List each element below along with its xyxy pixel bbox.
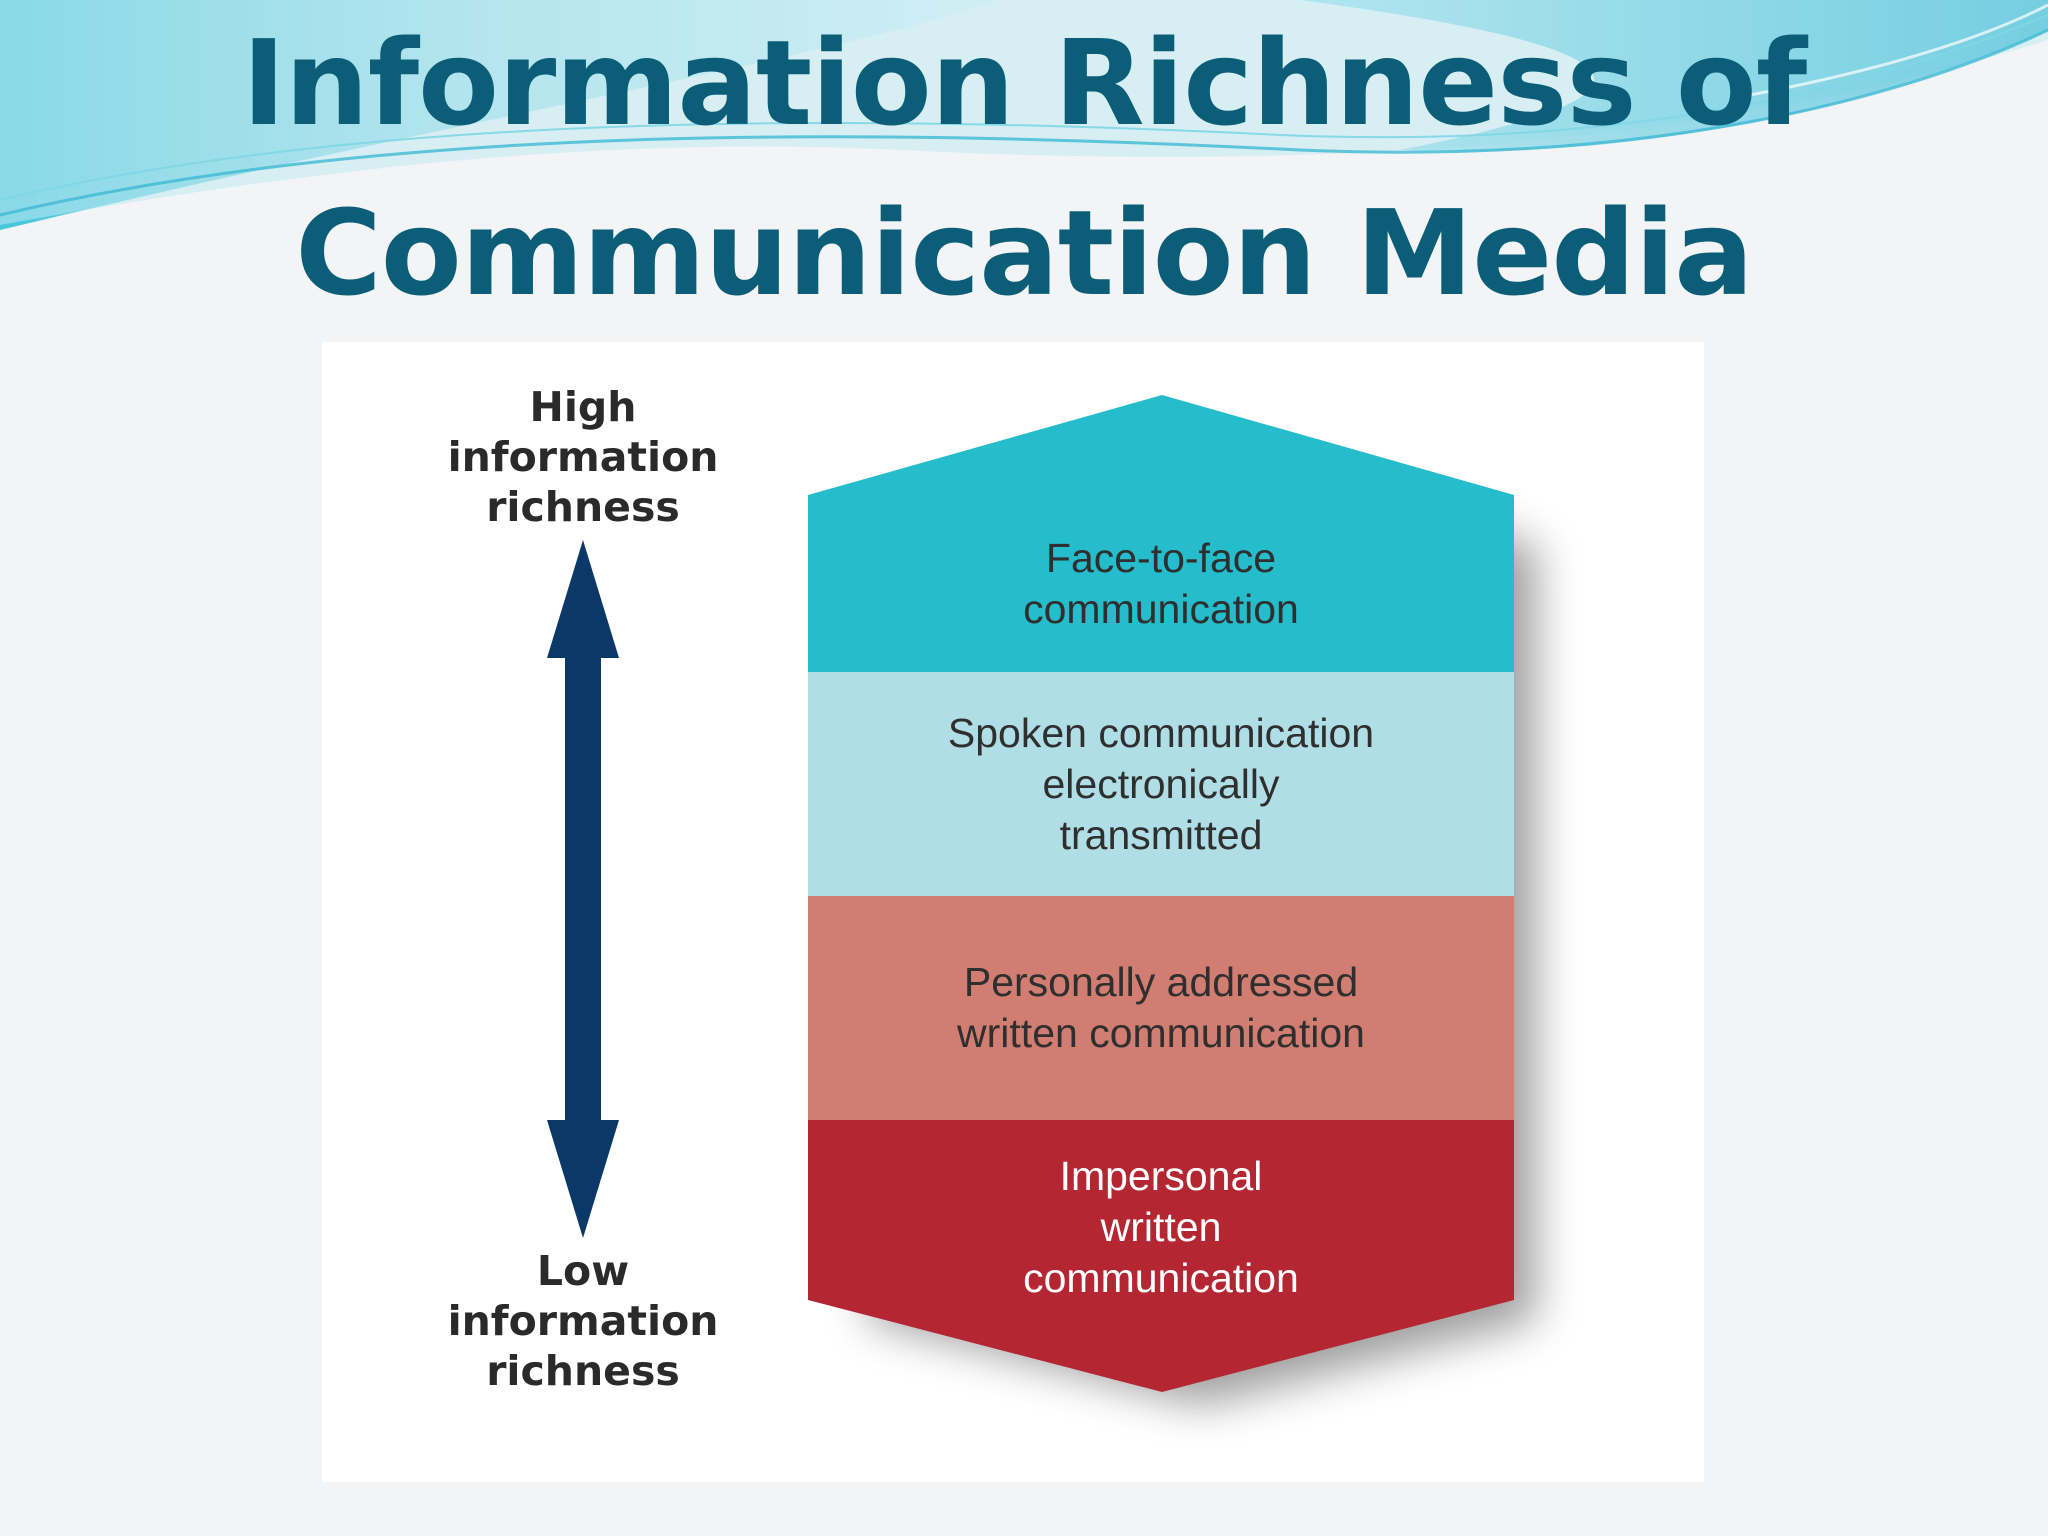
tier-label-line: transmitted [1059,811,1263,858]
tier-label-line: Personally addressed [963,959,1359,1005]
tier-impersonal-written-label: Impersonal written communication [808,1120,1514,1335]
low-label-line: richness [486,1347,680,1395]
tier-face-to-face-label: Face-to-face communication [808,495,1514,672]
low-label-line: information [447,1297,719,1345]
high-label-line: High [529,383,637,431]
tier-label-line: electronically [1042,760,1280,807]
tier-spoken-label: Spoken communication electronically tran… [808,672,1514,896]
decorative-wave-banner [0,0,2048,230]
tier-label-line: communication [1023,1255,1299,1301]
tier-label-line: Face-to-face [1045,534,1277,581]
tier-label-line: Spoken communication [947,709,1375,756]
tier-spoken-band [808,672,1514,896]
tier-face-to-face-band [808,395,1514,672]
tier-label-line: communication [1023,585,1299,632]
low-label-line: Low [536,1247,630,1295]
slide-title-line-1: Information Richness of [241,14,1807,152]
double-arrow-icon [547,540,619,1238]
high-label-line: richness [486,483,680,531]
high-richness-label: High information richness [383,382,783,532]
tier-label-line: Impersonal [1059,1153,1263,1199]
tier-personal-written-band [808,896,1514,1120]
low-richness-label: Low information richness [383,1246,783,1396]
tier-personal-written-label: Personally addressed written communicati… [808,896,1514,1120]
tier-impersonal-written-band [808,1120,1514,1392]
slide-title-line-2: Communication Media [295,184,1754,322]
tier-label-line: written [1100,1204,1222,1250]
tier-label-line: written communication [957,1010,1365,1056]
high-label-line: information [447,433,719,481]
